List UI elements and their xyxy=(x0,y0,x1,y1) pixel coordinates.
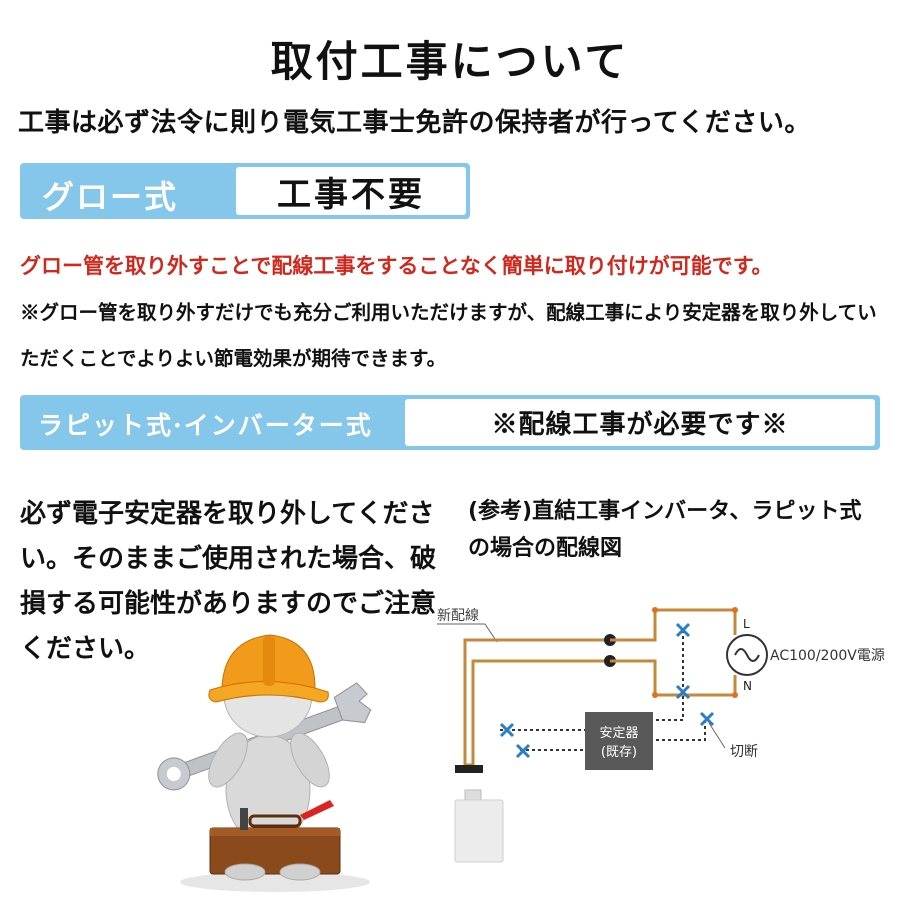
ballast-label: 安定器 xyxy=(599,726,638,741)
glow-type-banner: グロー式 工事不要 xyxy=(20,163,470,219)
cut-mark-icon xyxy=(499,622,715,759)
ballast-box xyxy=(585,712,653,770)
terminal-n: N xyxy=(743,679,752,693)
new-wiring-label: 新配線 xyxy=(437,608,479,624)
wiring-diagram-title: (参考)直結工事インバータ、ラピット式の場合の配線図 xyxy=(468,499,862,561)
ballast-removal-warning: 必ず電子安定器を取り外してください。そのままご使用された場合、破損する可能性があ… xyxy=(20,499,437,664)
ballast-sublabel: (既存) xyxy=(601,745,637,760)
glow-install-note: グロー管を取り外すことで配線工事をすることなく簡単に取り付けが可能です。 xyxy=(20,253,773,278)
cut-label: 切断 xyxy=(730,744,758,760)
wiring-diagram: 新配線 L N AC100/200V電源 安定器 (既存) 切断 xyxy=(437,607,885,863)
rapid-inverter-banner: ラピット式·インバーター式 ※配線工事が必要です※ xyxy=(20,395,880,450)
power-source-label: AC100/200V電源 xyxy=(770,648,885,664)
page-title: 取付工事について xyxy=(270,37,630,86)
license-notice: 工事は必ず法令に則り電気工事士免許の保持者が行ってください。 xyxy=(18,108,811,138)
glow-supplement-note: ※グロー管を取り外すだけでも充分ご利用いただけますが、配線工事により安定器を取り… xyxy=(20,301,877,370)
rapid-inverter-value: ※配線工事が必要です※ xyxy=(405,399,875,446)
terminal-l: L xyxy=(743,617,750,631)
glow-type-label: グロー式 xyxy=(42,178,179,216)
glow-type-value: 工事不要 xyxy=(236,167,466,215)
rapid-inverter-label: ラピット式·インバーター式 xyxy=(38,411,373,440)
construction-worker-with-wrench-icon xyxy=(157,634,372,892)
